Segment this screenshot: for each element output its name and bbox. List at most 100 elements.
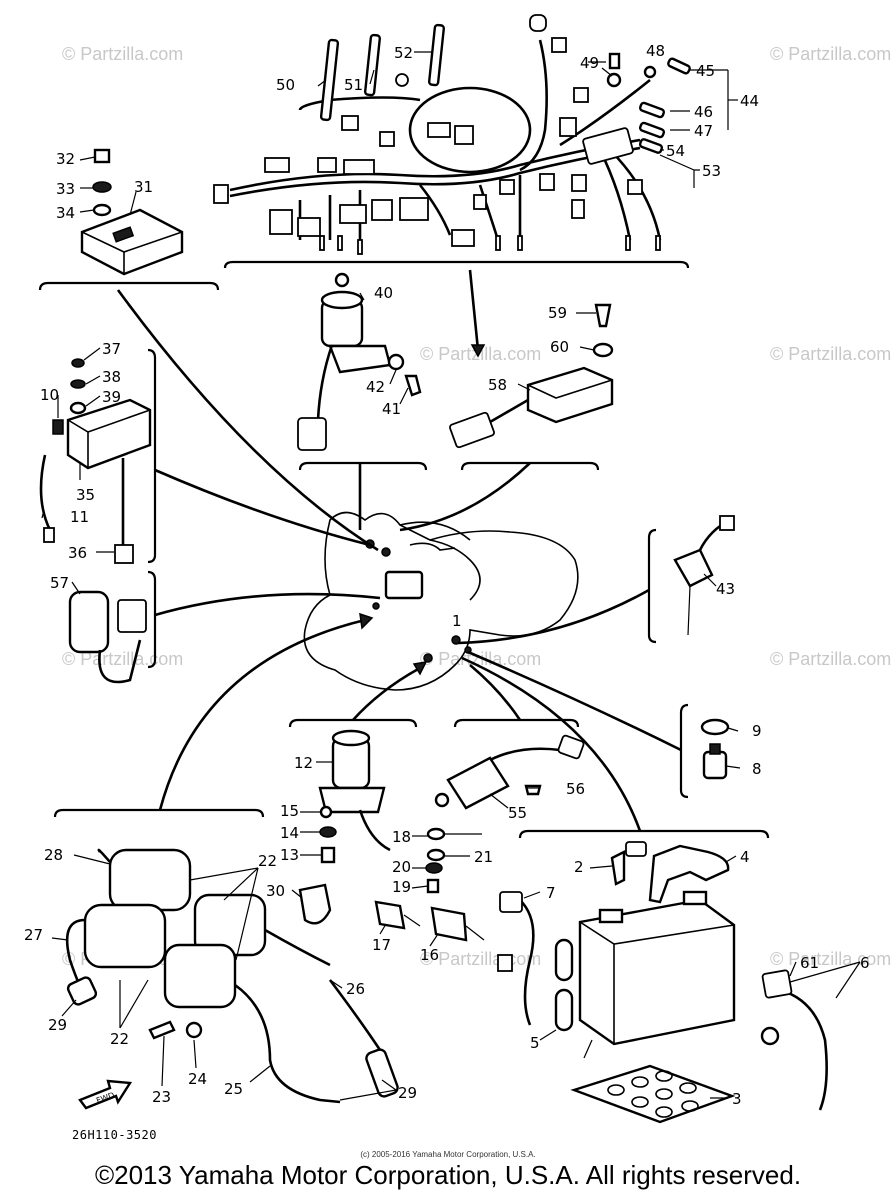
harness-end xyxy=(517,235,523,251)
coil-22 xyxy=(83,903,167,969)
harness-end xyxy=(319,235,325,251)
harness-connector xyxy=(551,37,567,53)
callout-10: 10 xyxy=(40,386,59,404)
tube-5 xyxy=(554,988,574,1032)
clamp-band xyxy=(319,38,340,122)
harness-connector xyxy=(427,122,451,138)
watermark: © Partzilla.com xyxy=(62,44,183,64)
harness-end xyxy=(357,239,363,255)
callout-17: 17 xyxy=(372,936,391,954)
callout-11: 11 xyxy=(70,508,89,526)
washer xyxy=(606,72,622,88)
watermark: © Partzilla.com xyxy=(770,344,891,364)
callout-28: 28 xyxy=(44,846,63,864)
plug-cap-29 xyxy=(66,976,98,1006)
harness-connector xyxy=(264,157,290,173)
washer xyxy=(643,65,657,79)
lead-6 xyxy=(779,988,828,1111)
pad-hole xyxy=(681,1100,699,1112)
harness-connector xyxy=(379,131,395,147)
callout-53: 53 xyxy=(702,162,721,180)
harness-connector xyxy=(529,14,547,32)
leader-lines xyxy=(41,51,861,1101)
clamp-band xyxy=(427,23,446,87)
fwd-arrow-icon xyxy=(78,1079,133,1110)
pad-hole xyxy=(631,1096,649,1108)
washer-21 xyxy=(426,848,446,862)
bracket-main-switch xyxy=(298,461,428,471)
washer-33 xyxy=(92,181,112,193)
switch-bracket xyxy=(328,344,392,374)
terminal xyxy=(667,57,691,75)
callout-26: 26 xyxy=(346,980,365,998)
harness-end xyxy=(655,235,661,251)
relay-55-connector xyxy=(557,734,585,760)
callout-16: 16 xyxy=(420,946,439,964)
pad-hole xyxy=(631,1076,649,1088)
harness-branch xyxy=(519,39,548,172)
callout-51: 51 xyxy=(344,76,363,94)
callout-6: 6 xyxy=(860,954,870,972)
line-rectifier xyxy=(154,468,371,547)
coil-22 xyxy=(163,943,237,1009)
starter-group xyxy=(318,729,391,864)
bolt-13 xyxy=(320,846,336,864)
callout-5: 5 xyxy=(530,1034,540,1052)
starter-top xyxy=(331,729,371,747)
harness-connector xyxy=(343,159,375,175)
lead-6-terminal xyxy=(760,1026,780,1046)
callout-42: 42 xyxy=(366,378,385,396)
relay-55 xyxy=(446,756,510,810)
wire-end xyxy=(43,527,55,543)
bracket-relay xyxy=(147,570,157,669)
watermark: © Partzilla.com xyxy=(420,649,541,669)
screw-56 xyxy=(524,784,542,796)
rectifier-group xyxy=(39,358,152,564)
harness-connector xyxy=(371,199,393,221)
main-switch-group xyxy=(297,272,422,451)
pad-hole xyxy=(655,1088,673,1100)
callout-37: 37 xyxy=(102,340,121,358)
switch-43-group xyxy=(673,515,735,636)
harness-branch xyxy=(478,184,500,241)
callout-57: 57 xyxy=(50,574,69,592)
harness-connector xyxy=(573,87,589,103)
line-flasher xyxy=(399,462,531,532)
starter-base xyxy=(318,786,386,814)
callouts: 1 2 3 4 5 6 7 8 9 10 11 12 13 14 15 16 1… xyxy=(24,42,870,1108)
line-starter xyxy=(352,666,421,721)
switch-43-end xyxy=(719,515,735,531)
bolt-23 xyxy=(148,1020,176,1040)
ecu-31 xyxy=(80,208,184,276)
callout-44: 44 xyxy=(740,92,759,110)
tank-lower xyxy=(429,539,481,601)
terminal xyxy=(639,121,665,139)
flasher-wire xyxy=(489,398,529,424)
harness-loop xyxy=(408,86,532,174)
clip-30 xyxy=(298,883,332,925)
bracket-battery xyxy=(518,829,770,839)
callout-58: 58 xyxy=(488,376,507,394)
switch-top xyxy=(320,290,364,310)
mount-point xyxy=(381,547,391,557)
pad-hole xyxy=(679,1082,697,1094)
callout-18: 18 xyxy=(392,828,411,846)
bracket-ecu xyxy=(38,281,220,291)
nut-39 xyxy=(69,401,87,415)
washer-18 xyxy=(426,827,446,841)
callout-45: 45 xyxy=(696,62,715,80)
coil-22 xyxy=(108,848,192,912)
sender-group xyxy=(700,718,730,780)
switch-16 xyxy=(430,906,468,942)
sender-tip xyxy=(709,743,721,755)
harness-connector xyxy=(317,157,337,173)
callout-9: 9 xyxy=(752,722,762,740)
bracket-43 xyxy=(647,528,657,644)
callout-49: 49 xyxy=(580,54,599,72)
callout-61: 61 xyxy=(800,954,819,972)
harness-connector xyxy=(451,229,475,247)
rectifier-edge xyxy=(67,409,151,468)
bracket-relay55 xyxy=(453,718,580,728)
callout-22a: 22 xyxy=(258,852,277,870)
